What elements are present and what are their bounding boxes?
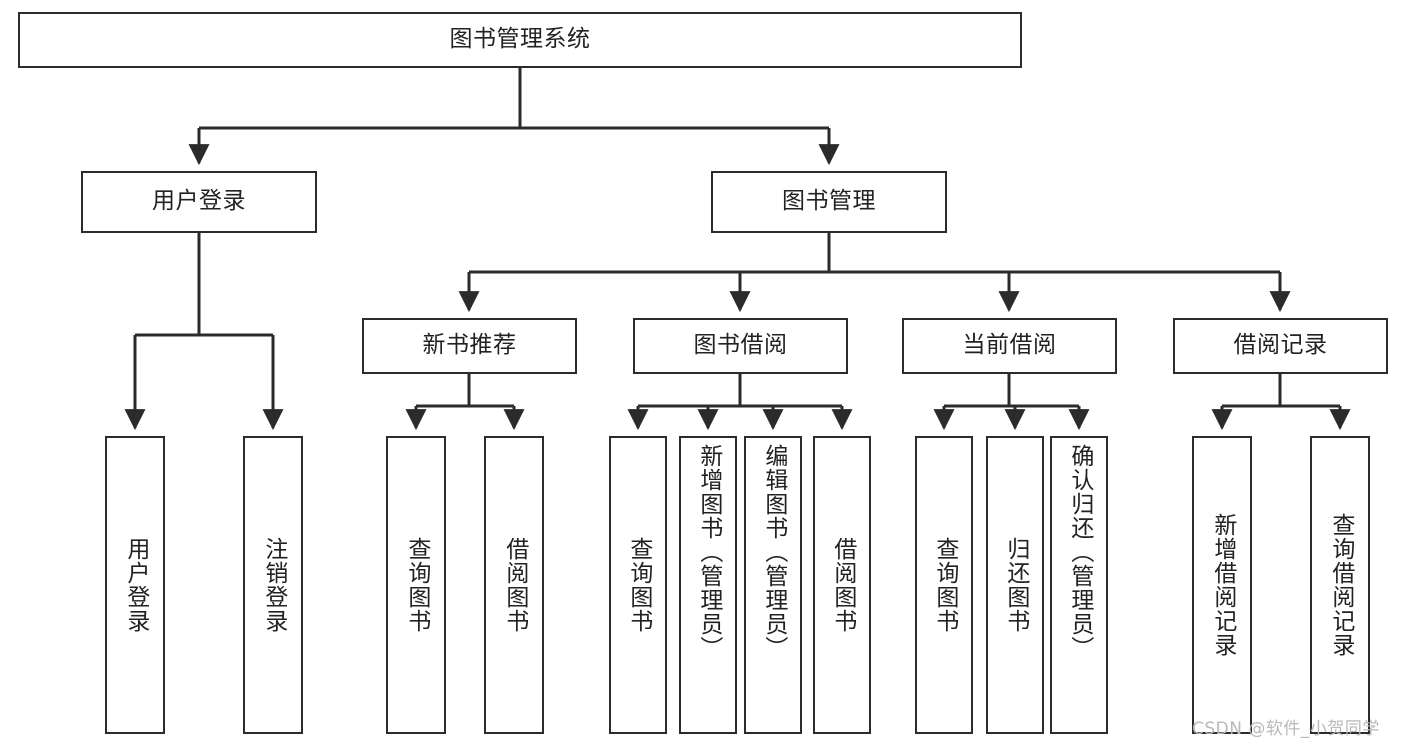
node-user-login-label: 用户登录 xyxy=(152,188,246,215)
leaf-query-book-rec[interactable]: 查询图书 xyxy=(386,436,446,734)
leaf-user-login-label: 用户登录 xyxy=(122,537,149,633)
node-book-manage[interactable]: 图书管理 xyxy=(711,171,947,233)
leaf-borrow-book-borrow[interactable]: 借阅图书 xyxy=(813,436,871,734)
node-current-borrow-label: 当前借阅 xyxy=(962,332,1057,359)
leaf-logout-login[interactable]: 注销登录 xyxy=(243,436,303,734)
node-new-book-recommend-label: 新书推荐 xyxy=(422,332,517,359)
leaf-query-borrow-record-label: 查询借阅记录 xyxy=(1327,513,1354,657)
leaf-borrow-book-rec[interactable]: 借阅图书 xyxy=(484,436,544,734)
leaf-add-borrow-record[interactable]: 新增借阅记录 xyxy=(1192,436,1252,734)
leaf-query-book-current-label: 查询图书 xyxy=(931,537,958,633)
leaf-add-borrow-record-label: 新增借阅记录 xyxy=(1209,513,1236,657)
leaf-return-book-label: 归还图书 xyxy=(1002,537,1029,633)
node-book-borrow[interactable]: 图书借阅 xyxy=(633,318,848,374)
leaf-return-book[interactable]: 归还图书 xyxy=(986,436,1044,734)
leaf-add-book-admin[interactable]: 新增图书（管理员） xyxy=(679,436,737,734)
node-root[interactable]: 图书管理系统 xyxy=(18,12,1022,68)
leaf-query-book-borrow[interactable]: 查询图书 xyxy=(609,436,667,734)
node-user-login[interactable]: 用户登录 xyxy=(81,171,317,233)
leaf-add-book-admin-label: 新增图书（管理员） xyxy=(695,444,722,660)
node-book-borrow-label: 图书借阅 xyxy=(693,332,788,359)
leaf-borrow-book-borrow-label: 借阅图书 xyxy=(829,537,856,633)
leaf-confirm-return-admin-label: 确认归还（管理员） xyxy=(1066,444,1093,660)
leaf-query-borrow-record[interactable]: 查询借阅记录 xyxy=(1310,436,1370,734)
leaf-query-book-current[interactable]: 查询图书 xyxy=(915,436,973,734)
leaf-query-book-rec-label: 查询图书 xyxy=(403,537,430,633)
leaf-borrow-book-rec-label: 借阅图书 xyxy=(501,537,528,633)
node-root-label: 图书管理系统 xyxy=(449,26,591,53)
node-new-book-recommend[interactable]: 新书推荐 xyxy=(362,318,577,374)
leaf-edit-book-admin[interactable]: 编辑图书（管理员） xyxy=(744,436,802,734)
leaf-logout-login-label: 注销登录 xyxy=(260,537,287,633)
leaf-confirm-return-admin[interactable]: 确认归还（管理员） xyxy=(1050,436,1108,734)
node-borrow-record-label: 借阅记录 xyxy=(1233,332,1328,359)
leaf-user-login[interactable]: 用户登录 xyxy=(105,436,165,734)
leaf-query-book-borrow-label: 查询图书 xyxy=(625,537,652,633)
node-current-borrow[interactable]: 当前借阅 xyxy=(902,318,1117,374)
node-borrow-record[interactable]: 借阅记录 xyxy=(1173,318,1388,374)
leaf-edit-book-admin-label: 编辑图书（管理员） xyxy=(760,444,787,660)
node-book-manage-label: 图书管理 xyxy=(782,188,876,215)
